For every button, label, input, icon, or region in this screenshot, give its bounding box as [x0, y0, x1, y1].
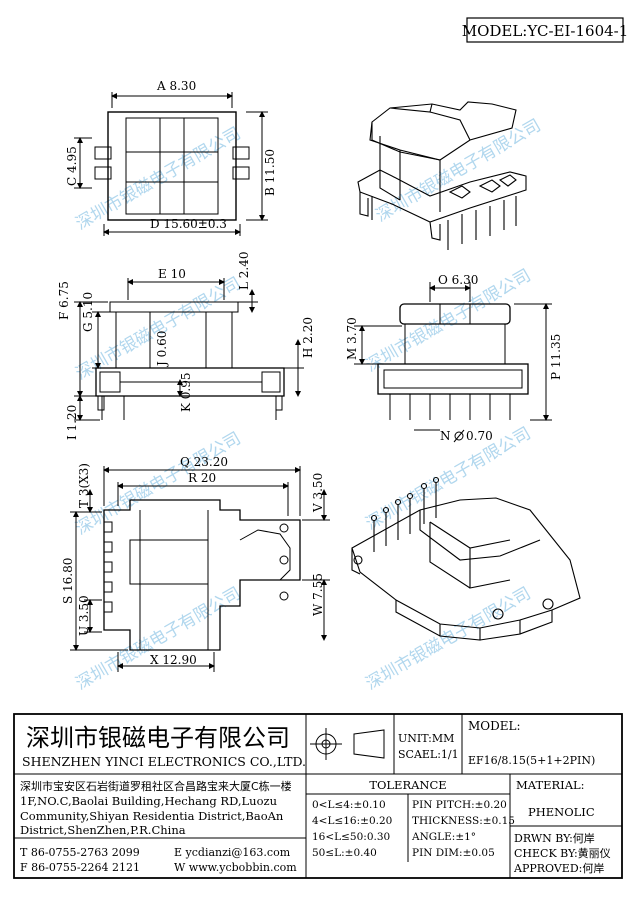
watermark-group: 深圳市银磁电子有限公司 深圳市银磁电子有限公司 深圳市银磁电子有限公司 深圳市银… — [73, 116, 545, 695]
tolerance-row: ANGLE:±1° — [411, 831, 476, 843]
isometric-view-bottom — [351, 476, 581, 641]
watermark-text: 深圳市银磁电子有限公司 — [363, 584, 535, 695]
dim-a: A 8.30 — [156, 79, 196, 93]
fax: F 86-0755-2264 2121 — [20, 861, 140, 874]
website: W www.ycbobbin.com — [174, 861, 297, 874]
dim-m: M 3.70 — [345, 317, 359, 360]
tolerance-row: 50≤L:±0.40 — [312, 847, 377, 859]
dim-v: V 3.50 — [311, 473, 325, 513]
material-label: MATERIAL: — [516, 778, 585, 792]
dim-n: N — [440, 429, 451, 443]
diameter-icon — [454, 431, 464, 441]
dim-r: R 20 — [188, 471, 216, 485]
title-block — [13, 713, 623, 879]
dim-c: C 4.95 — [65, 146, 79, 186]
dim-t: T 3(X3) — [77, 463, 91, 508]
address-line: District,ShenZhen,P.R.China — [20, 823, 186, 837]
top-view — [74, 92, 268, 236]
tolerance-row: 4<L≤16:±0.20 — [312, 815, 392, 827]
tolerance-row: THICKNESS:±0.15 — [412, 815, 515, 827]
unit-label: UNIT:MM — [398, 732, 454, 745]
dim-s: S 16.80 — [61, 558, 75, 604]
model-value: EF16/8.15(5+1+2PIN) — [468, 754, 595, 767]
dim-b: B 11.50 — [263, 149, 277, 196]
email: E ycdianzi@163.com — [174, 846, 291, 859]
drawn-by: DRWN BY:何岸 — [514, 832, 595, 845]
dim-j: J 0.60 — [155, 331, 169, 368]
scale-label: SCAEL:1/1 — [398, 748, 459, 761]
front-view — [74, 278, 304, 421]
tolerance-row: 16<L≤50:0.30 — [312, 831, 390, 843]
dim-e: E 10 — [158, 267, 186, 281]
tolerance-row: PIN PITCH:±0.20 — [412, 799, 507, 811]
diameter-icon-slash — [453, 429, 465, 443]
projection-symbol-icon — [310, 728, 385, 760]
dim-l: L 2.40 — [237, 251, 251, 290]
dim-i: I 1.20 — [65, 405, 79, 440]
dim-k: K 0.95 — [179, 373, 193, 413]
watermark-text: 深圳市银磁电子有限公司 — [373, 116, 545, 227]
company-cn: 深圳市银磁电子有限公司 — [26, 724, 290, 752]
dim-f: F 6.75 — [57, 281, 71, 320]
tolerance-row: 0<L≤4:±0.10 — [312, 799, 386, 811]
dim-p: P 11.35 — [549, 334, 563, 380]
address-line: 深圳市宝安区石岩街道罗租社区合昌路宝来大厦C栋一楼 — [20, 779, 292, 793]
dim-q: Q 23.20 — [180, 455, 228, 469]
model-label: MODEL: — [468, 719, 521, 733]
watermark-text: 深圳市银磁电子有限公司 — [73, 429, 245, 540]
tolerance-label: TOLERANCE — [369, 778, 446, 792]
isometric-view-top — [357, 101, 527, 250]
approved-by: APPROVED:何岸 — [513, 862, 604, 875]
tolerance-row: PIN DIM:±0.05 — [412, 847, 495, 859]
model-header: MODEL:YC-EI-1604-1 — [462, 22, 629, 40]
bottom-view — [70, 466, 330, 672]
dim-u: U 3.50 — [77, 595, 91, 636]
address-line: Community,Shiyan Residentia District,Bao… — [20, 809, 284, 823]
company-en: SHENZHEN YINCI ELECTRONICS CO.,LTD. — [22, 754, 306, 769]
side-view — [354, 282, 552, 431]
dim-w: W 7.55 — [311, 573, 325, 616]
dim-d: D 15.60±0.3 — [150, 217, 227, 231]
material-value: PHENOLIC — [528, 805, 595, 819]
dim-x: X 12.90 — [150, 653, 197, 667]
checked-by: CHECK BY:黄丽仪 — [514, 846, 611, 860]
dim-n-value: 0.70 — [466, 429, 493, 443]
model-header-box — [466, 17, 624, 43]
dim-h: H 2.20 — [301, 317, 315, 358]
dim-o: O 6.30 — [438, 273, 478, 287]
dim-g: G 5.10 — [81, 292, 95, 332]
tel: T 86-0755-2763 2099 — [20, 846, 140, 859]
address-line: 1F,NO.C,Baolai Building,Hechang RD,Luozu — [20, 794, 277, 808]
